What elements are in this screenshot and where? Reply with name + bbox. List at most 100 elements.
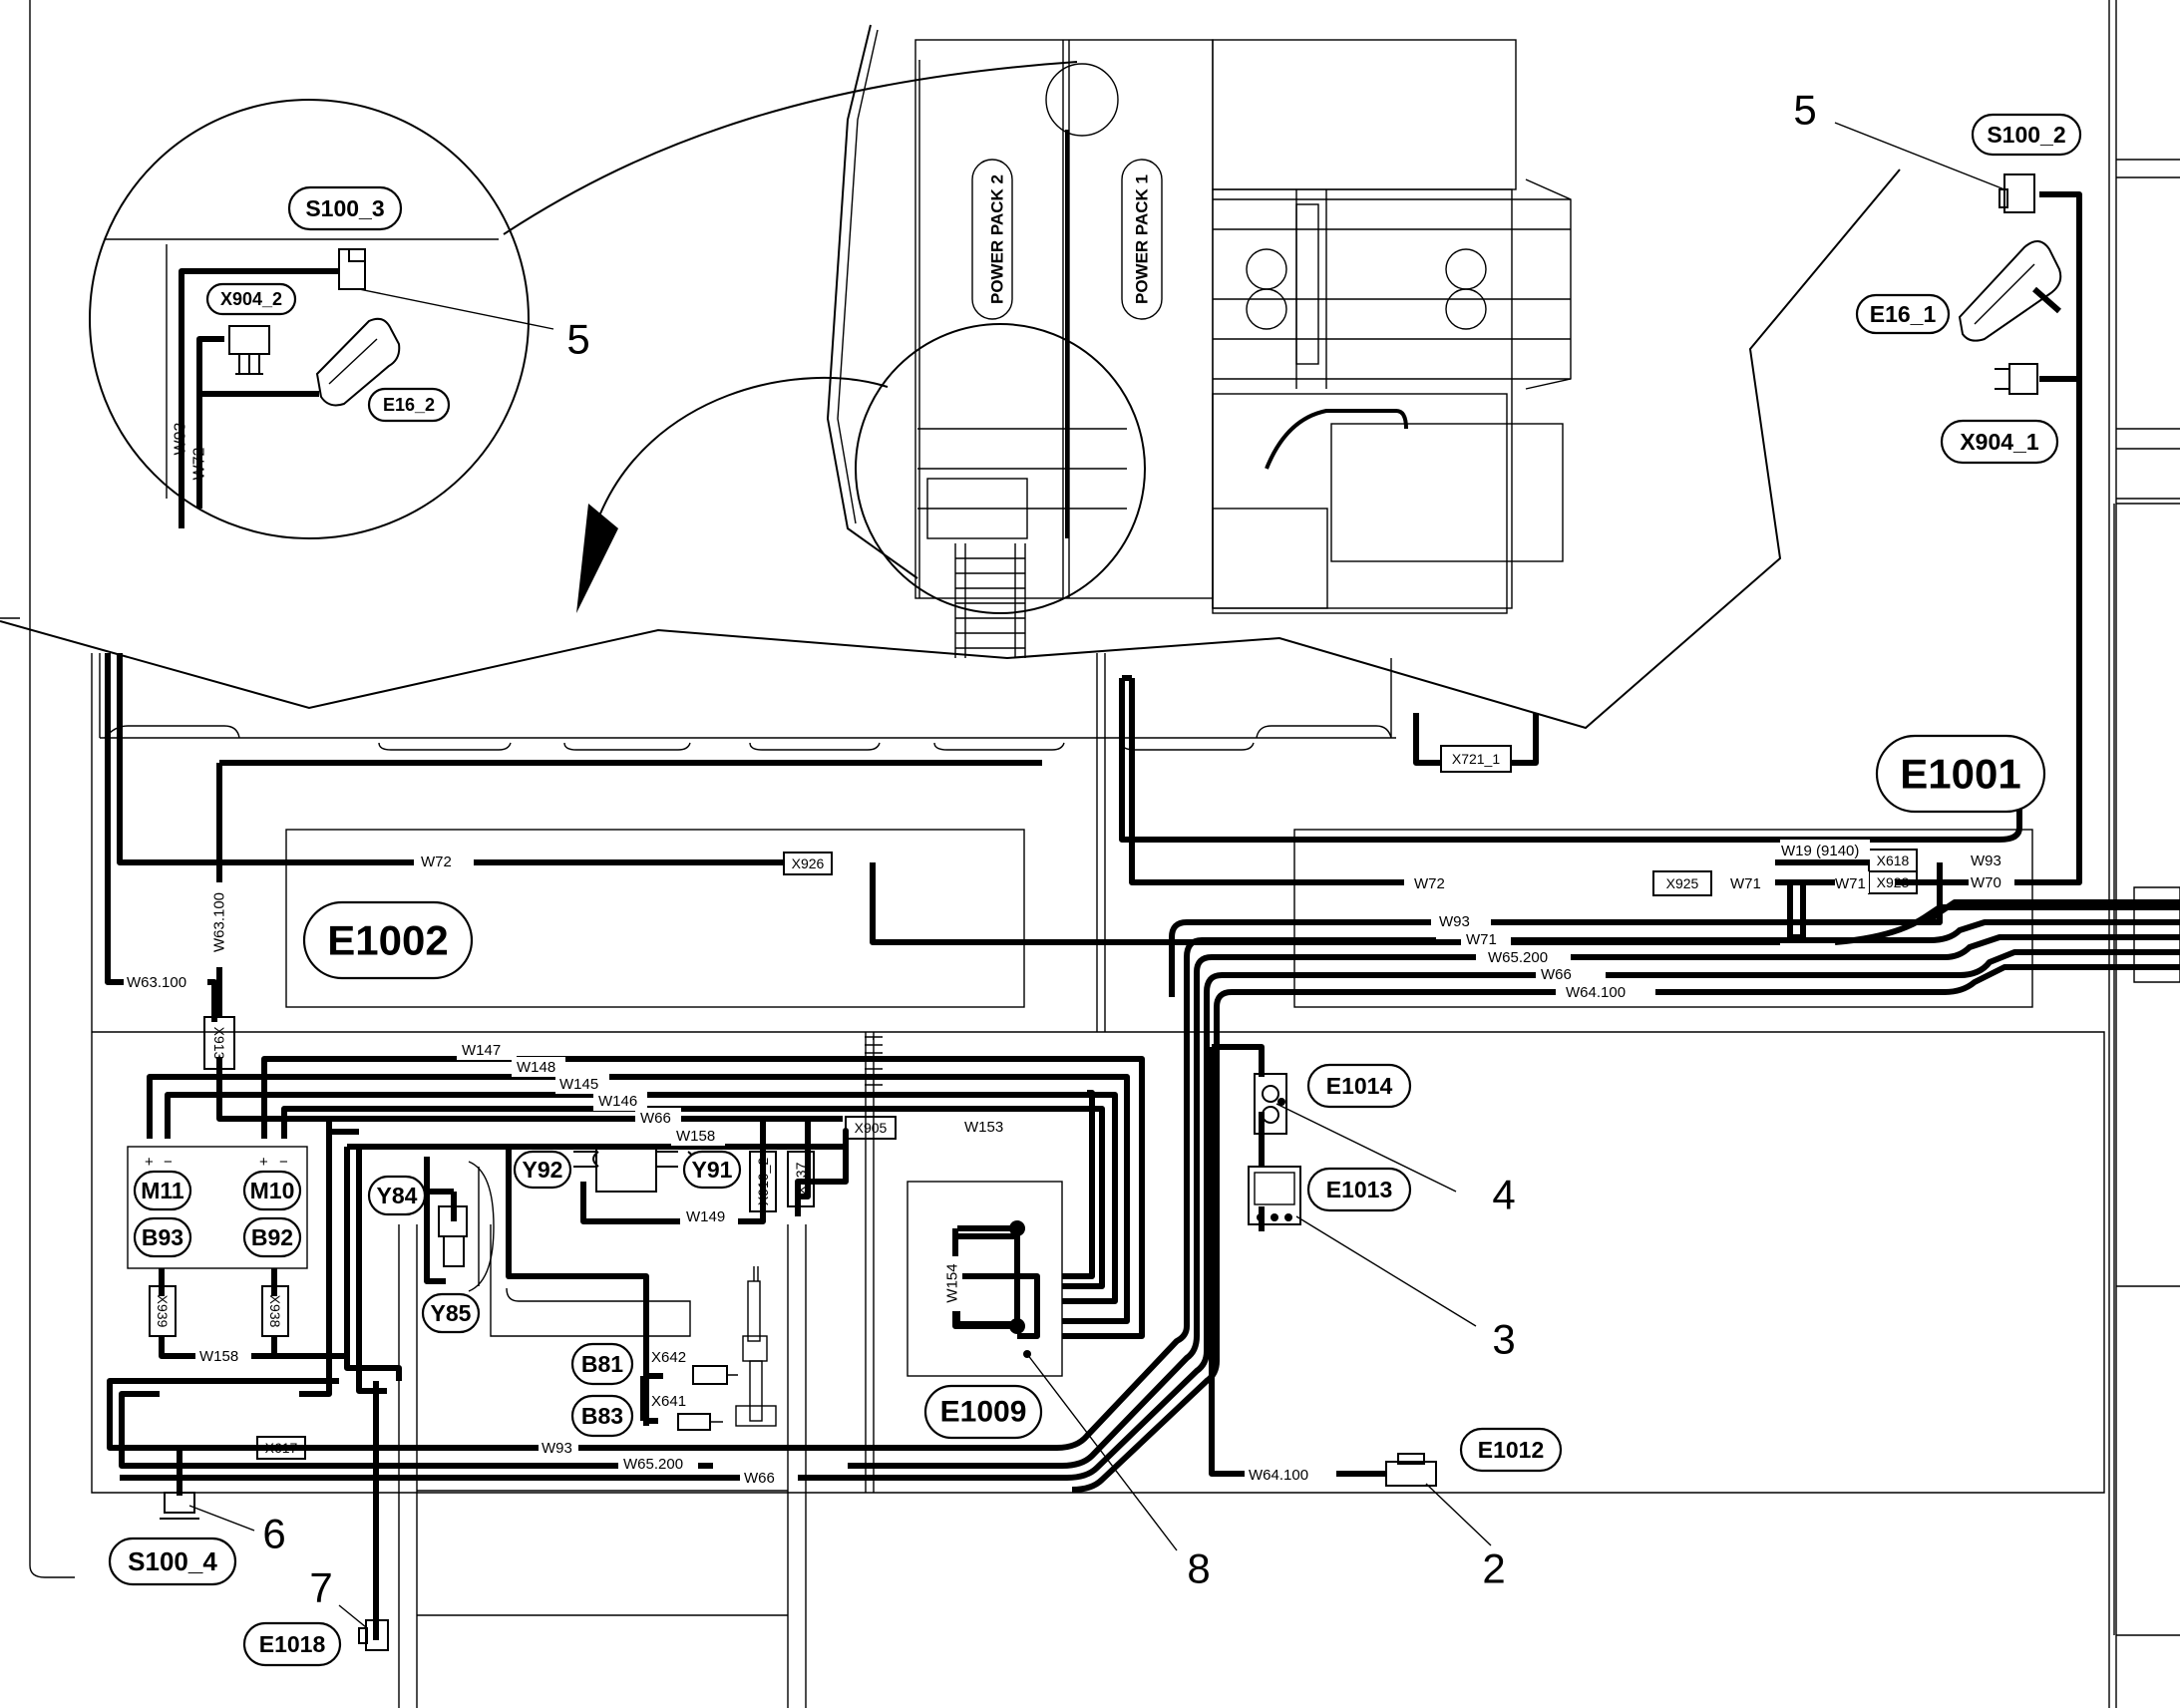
power-pack-1-label: POWER PACK 1 — [1133, 174, 1152, 304]
callout-4: 4 — [1492, 1172, 1515, 1218]
x904-1-badge: X904_1 — [1940, 419, 2059, 465]
w158-label-b: W158 — [199, 1348, 238, 1365]
callout-numbers: 5 5 4 3 2 8 6 7 — [262, 87, 1816, 1611]
w93-label-c: W93 — [542, 1440, 572, 1457]
x904-2-badge: X904_2 — [205, 282, 297, 316]
callout-3: 3 — [1492, 1316, 1515, 1363]
e1002-zone-badge — [302, 900, 474, 980]
w66-label-b: W66 — [640, 1110, 671, 1127]
callout-5-inset: 5 — [566, 316, 589, 363]
m10-minus: − — [279, 1154, 288, 1171]
e1018-badge: E1018 — [242, 1621, 342, 1667]
b81-b83-sensors — [677, 1266, 777, 1431]
connector-boxes: X721_1 X926 X925 X618 X923 X913 X905 X91… — [149, 745, 1918, 1460]
svg-text:X923: X923 — [1877, 874, 1910, 890]
cut-line — [0, 61, 1901, 730]
e1002-zone-label: E1002 — [327, 917, 448, 964]
connector-x938: X938 — [261, 1285, 289, 1337]
svg-text:Y84: Y84 — [377, 1183, 418, 1208]
connector-x925: X925 — [1652, 870, 1712, 896]
y91-badge: Y91 — [682, 1150, 742, 1190]
e1013-badge: E1013 — [1306, 1167, 1412, 1212]
w65-200-label-a: W65.200 — [1488, 949, 1548, 966]
w64-100-label-b: W64.100 — [1249, 1467, 1308, 1484]
zone-labels: E1002 E1001 E1009 — [302, 734, 2046, 1440]
w63-100-label-v: W63.100 — [211, 892, 228, 952]
svg-text:E1018: E1018 — [259, 1631, 326, 1657]
m10-plus: + — [259, 1154, 268, 1171]
svg-text:X905: X905 — [855, 1120, 888, 1136]
zoom-arrow — [576, 376, 889, 613]
e1009-block — [865, 1036, 1063, 1377]
w93-label-a: W93 — [1971, 853, 2001, 869]
svg-text:X937: X937 — [793, 1162, 809, 1195]
svg-text:B92: B92 — [251, 1224, 293, 1250]
svg-text:E16_1: E16_1 — [1870, 301, 1937, 327]
x641-label: X641 — [651, 1393, 686, 1410]
callout-7: 7 — [309, 1564, 332, 1611]
machine-plan-view: POWER PACK 2 POWER PACK 1 — [826, 24, 1572, 658]
svg-text:X939: X939 — [155, 1295, 171, 1328]
e1012-badge: E1012 — [1459, 1427, 1563, 1473]
e16-2-badge: E16_2 — [367, 387, 451, 423]
w154-label: W154 — [944, 1263, 961, 1302]
y92-y91-valve — [573, 1146, 694, 1193]
svg-text:E1012: E1012 — [1478, 1437, 1545, 1463]
connector-x937: X937 — [787, 1151, 815, 1207]
svg-text:B93: B93 — [142, 1224, 183, 1250]
y85-badge: Y85 — [421, 1292, 481, 1334]
w64-100-label-a: W64.100 — [1566, 984, 1626, 1001]
junction-dots — [1009, 1098, 1285, 1358]
w19-label: W19 (9140) — [1781, 843, 1859, 859]
wire-labels: W72 W72 W71 W71 W19 (9140) W93 W70 W93 W… — [124, 840, 2014, 1488]
svg-text:X913: X913 — [211, 1027, 227, 1060]
right-top-components — [1834, 122, 2062, 395]
s100-2-badge: S100_2 — [1971, 113, 2082, 157]
svg-text:X904_2: X904_2 — [220, 289, 282, 309]
wire-harness — [105, 191, 2180, 1640]
w148-label: W148 — [517, 1059, 555, 1076]
connector-x905: X905 — [845, 1116, 897, 1140]
callout-2: 2 — [1482, 1545, 1505, 1592]
svg-text:E1014: E1014 — [1326, 1073, 1393, 1099]
e1014-badge: E1014 — [1306, 1063, 1412, 1109]
e1009-zone-badge — [923, 1384, 1043, 1440]
svg-text:Y92: Y92 — [523, 1157, 563, 1183]
e1009-zone-label: E1009 — [940, 1396, 1027, 1429]
s100-4-badge: S100_4 — [108, 1537, 237, 1586]
y84-badge: Y84 — [367, 1175, 427, 1216]
w149-label: W149 — [686, 1208, 725, 1225]
motor-sensor-box: + − + − — [127, 1146, 308, 1269]
b92-badge: B92 — [242, 1216, 302, 1258]
svg-text:E1013: E1013 — [1326, 1177, 1393, 1202]
svg-text:X938: X938 — [267, 1295, 283, 1328]
w93-label-b: W93 — [1439, 913, 1470, 930]
connector-x913: X913 — [203, 1016, 235, 1070]
svg-text:B83: B83 — [581, 1403, 623, 1429]
m10-badge: M10 — [242, 1170, 302, 1211]
e1001-zone-label: E1001 — [1900, 751, 2020, 798]
svg-text:E16_2: E16_2 — [383, 395, 435, 415]
w70-label: W70 — [1971, 874, 2001, 891]
callout-5-right: 5 — [1793, 87, 1816, 134]
w72-label-a: W72 — [421, 854, 452, 870]
callout-8: 8 — [1187, 1545, 1210, 1592]
w145-label: W145 — [559, 1076, 598, 1093]
w71-label-c: W71 — [1466, 931, 1497, 948]
power-pack-2-label: POWER PACK 2 — [988, 174, 1007, 304]
svg-text:X618: X618 — [1877, 853, 1910, 868]
connector-x617: X617 — [256, 1436, 306, 1460]
svg-text:B81: B81 — [581, 1351, 623, 1377]
svg-text:X925: X925 — [1666, 875, 1699, 891]
x642-label: X642 — [651, 1349, 686, 1366]
svg-text:M11: M11 — [141, 1178, 184, 1203]
y92-badge: Y92 — [513, 1150, 572, 1190]
b81-badge: B81 — [570, 1342, 634, 1386]
svg-text:S100_2: S100_2 — [1987, 122, 2065, 148]
connector-x926: X926 — [783, 852, 833, 875]
m11-badge: M11 — [133, 1170, 192, 1211]
callout-6: 6 — [262, 1511, 285, 1557]
svg-text:Y91: Y91 — [692, 1157, 733, 1183]
e16-1-badge: E16_1 — [1855, 293, 1951, 335]
